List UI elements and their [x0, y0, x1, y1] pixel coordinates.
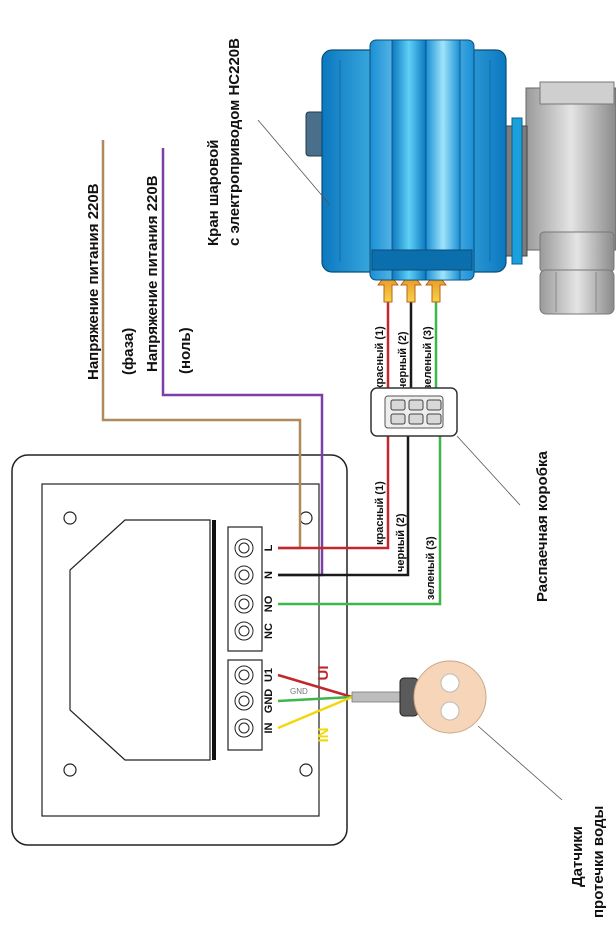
screw-hole — [63, 511, 77, 525]
junction-box — [370, 387, 521, 506]
sensor-cable — [351, 691, 405, 703]
terminal-label-l: L — [263, 544, 275, 551]
label-junction-box: Распаечная коробка — [534, 451, 551, 602]
label-sensor-line2: протечки воды — [590, 806, 607, 918]
sensor-wire-red — [277, 673, 353, 699]
terminal-label-no: NO — [263, 595, 275, 612]
terminal-label-in: IN — [263, 722, 275, 733]
green-wire-lower — [278, 432, 442, 606]
ball-valve-actuator — [257, 39, 616, 315]
controller-junction-wires — [278, 432, 442, 606]
sensor-wire-label-in: IN — [315, 728, 332, 743]
terminal-label-nc: NC — [263, 623, 275, 639]
wire-label-black-lower: черный (2) — [395, 513, 407, 572]
screw-hole — [299, 763, 313, 777]
valve-body — [525, 81, 616, 315]
label-power-phase: Напряжение питания 220В — [85, 183, 102, 380]
junction-valve-wires — [386, 302, 438, 390]
wire-label-green-lower: зеленый (3) — [425, 536, 437, 600]
wire-label-green-upper: зеленый (3) — [422, 326, 434, 390]
label-phase: (фаза) — [120, 328, 137, 375]
screw-hole — [63, 763, 77, 777]
label-valve-line2: с электроприводом НС220В — [226, 38, 243, 246]
wire-label-red-upper: красный (1) — [374, 326, 386, 390]
label-valve-line1: Кран шаровой — [205, 140, 222, 246]
sensor-wire-label-ui: UI — [315, 666, 332, 681]
sensor-wire-yellow — [277, 695, 353, 730]
wire-label-red-lower: красный (1) — [374, 481, 386, 545]
leak-sensor — [277, 660, 563, 801]
sensor-wire-label-gnd: GND — [290, 687, 308, 696]
black-wire-lower — [278, 432, 410, 577]
label-power-neutral: Напряжение питания 220В — [144, 175, 161, 372]
sensor-disc — [413, 660, 487, 734]
wire-label-black-upper: черный (2) — [397, 331, 409, 390]
terminal-label-n: N — [263, 571, 275, 579]
label-sensor-line1: Датчики — [569, 826, 586, 887]
terminal-label-u1: U1 — [263, 668, 275, 682]
label-neutral: (ноль) — [177, 327, 194, 374]
sensor-contact — [440, 673, 460, 693]
controller-panel: L N NO NC U1 GND IN — [11, 454, 348, 846]
sensor-contact — [440, 701, 460, 721]
red-wire-lower — [278, 432, 390, 550]
screw-hole — [299, 511, 313, 525]
sensor-wire-green — [277, 695, 353, 703]
terminal-label-gnd: GND — [263, 689, 275, 714]
